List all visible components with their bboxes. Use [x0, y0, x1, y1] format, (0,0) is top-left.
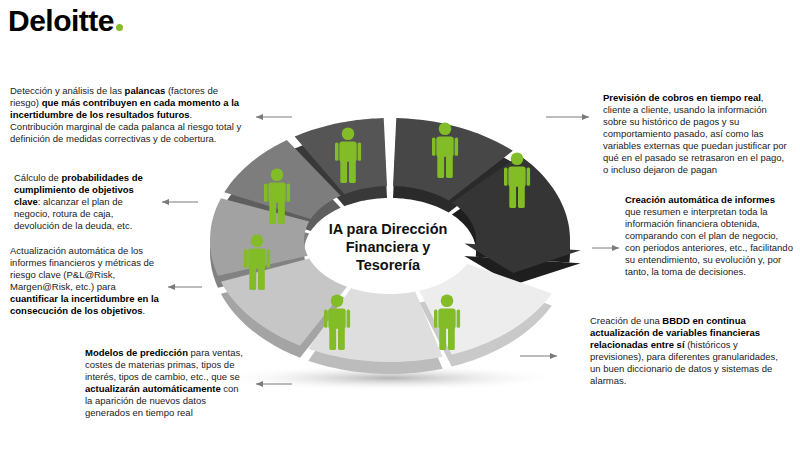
body-text: . — [189, 109, 192, 120]
leader-arrow — [520, 356, 557, 357]
person-figure — [335, 128, 361, 184]
figure-part — [340, 160, 347, 183]
segment-top — [419, 264, 551, 355]
figure-part — [349, 160, 356, 183]
body-text: , cliente a cliente, usando la informaci… — [603, 92, 787, 175]
figure-part — [446, 155, 453, 178]
figure-part — [448, 327, 455, 350]
figure-part — [287, 183, 291, 201]
ring-segments — [210, 118, 581, 374]
logo-text: Deloitte — [8, 4, 114, 37]
arrow-head — [465, 244, 581, 273]
figure-part — [269, 201, 276, 224]
body-text: Contribución marginal de cada palanca al… — [10, 121, 241, 144]
segment-top — [452, 155, 570, 250]
body-text: Cálculo de — [14, 172, 59, 183]
figure-part — [518, 185, 525, 208]
figure-part — [347, 309, 351, 327]
figure-head — [342, 128, 355, 141]
leader-arrow — [162, 202, 198, 203]
figure-part — [268, 183, 285, 203]
figure-part — [436, 137, 453, 157]
people-figures — [244, 123, 530, 351]
figure-part — [338, 327, 345, 350]
bold-text: palancas — [125, 85, 166, 96]
text-block: Modelos de predicción para ventas, coste… — [85, 347, 245, 419]
figure-part — [324, 309, 328, 327]
figure-part — [504, 167, 508, 185]
figure-part — [509, 185, 516, 208]
figure-part — [439, 327, 446, 350]
segment-top — [295, 118, 387, 194]
diagram-title: IA para Dirección Financiera y Tesorería — [313, 220, 463, 274]
figure-part — [455, 137, 459, 155]
company-logo: Deloitte — [8, 4, 123, 38]
figure-part — [264, 183, 268, 201]
person-figure — [324, 295, 350, 351]
figure-part — [358, 142, 362, 160]
figure-head — [331, 295, 344, 308]
figure-head — [511, 153, 524, 166]
figure-part — [434, 309, 438, 327]
figure-part — [432, 137, 436, 155]
segment-top — [221, 259, 347, 346]
figure-part — [457, 309, 461, 327]
body-text: Detección y análisis de las — [10, 85, 122, 96]
logo-dot — [116, 24, 123, 31]
body-text: Actualización automática de los informes… — [10, 245, 154, 292]
leader-arrow — [256, 117, 292, 118]
figure-part — [335, 142, 339, 160]
figure-head — [251, 235, 264, 248]
figure-part — [248, 249, 265, 269]
person-figure — [434, 295, 460, 351]
body-text: . — [143, 305, 146, 316]
body-text: Creación de una — [590, 315, 660, 326]
figure-part — [258, 267, 265, 290]
figure-head — [271, 169, 284, 182]
figure-part — [328, 309, 345, 329]
leader-arrow — [592, 248, 619, 249]
leader-arrow — [546, 117, 589, 118]
figure-part — [438, 309, 455, 329]
figure-head — [441, 295, 454, 308]
text-block: Previsión de cobros en tiempo real, clie… — [603, 92, 791, 176]
figure-part — [437, 155, 444, 178]
bold-text: Creación automática de informes — [625, 194, 775, 205]
figure-part — [339, 142, 356, 162]
person-figure — [244, 235, 270, 291]
text-block: Cálculo de probabilidades de cumplimient… — [14, 172, 156, 232]
leader-arrow — [168, 287, 202, 288]
bold-text: actualizarán automáticamente — [85, 383, 221, 394]
text-block: Creación automática de informes que resu… — [625, 194, 793, 278]
figure-head — [439, 123, 452, 136]
figure-part — [267, 249, 271, 267]
bold-text: Previsión de cobros en tiempo real — [603, 92, 761, 103]
text-block: Detección y análisis de las palancas (fa… — [10, 85, 248, 145]
figure-part — [278, 201, 285, 224]
person-figure — [264, 169, 290, 225]
bold-text: que más contribuyen en cada momento a la… — [10, 97, 239, 120]
bold-text: Modelos de predicción — [85, 347, 188, 358]
figure-part — [508, 167, 525, 187]
text-block: Creación de una BBDD en continua actuali… — [590, 315, 782, 387]
body-text: que resumen e interpretan toda la inform… — [625, 206, 793, 277]
text-block: Actualización automática de los informes… — [10, 245, 162, 317]
bold-text: cuantificar la incertidumbre en la conse… — [10, 293, 159, 316]
leader-arrow — [256, 384, 292, 385]
figure-part — [244, 249, 248, 267]
figure-part — [329, 327, 336, 350]
person-figure — [432, 123, 458, 179]
person-figure — [504, 153, 530, 209]
figure-part — [527, 167, 531, 185]
figure-part — [249, 267, 256, 290]
